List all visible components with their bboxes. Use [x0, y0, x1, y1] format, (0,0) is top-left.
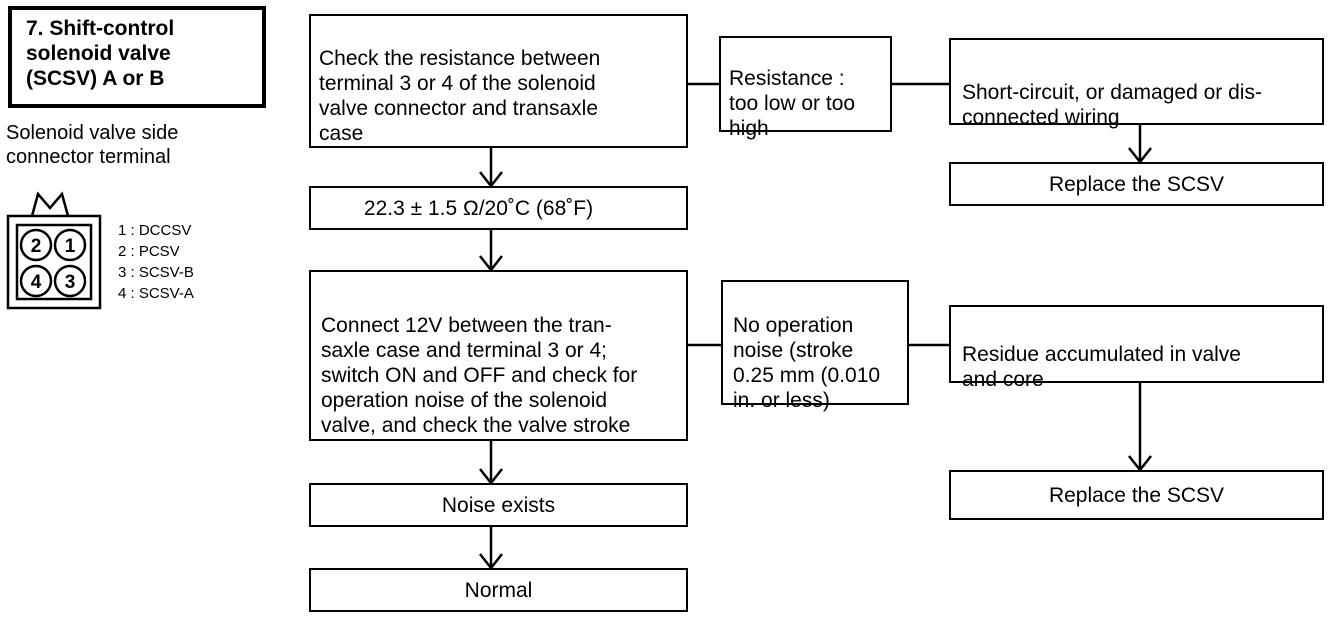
normal-text: Normal: [464, 578, 533, 602]
pin-1-circle: [53, 228, 87, 262]
legend-item: 4 : SCSV-A: [118, 285, 194, 302]
noise-exists-text: Noise exists: [441, 493, 556, 517]
pin-label-2: 2: [31, 236, 42, 257]
legend-item: 1 : DCCSV: [118, 222, 192, 239]
pin-label-3: 3: [65, 272, 76, 293]
pin-2-circle: [19, 228, 53, 262]
resistance-fault-box: Resistance : too low or too high: [719, 36, 892, 140]
pin-3-circle: [53, 264, 87, 298]
check-resistance-box: Check the resistance between terminal 3 …: [309, 14, 688, 148]
connector-legend: 1 : DCCSV 2 : PCSV 3 : SCSV-B 4 : SCSV-A: [118, 221, 238, 311]
wiring-fault-text: Short-circuit, or damaged or dis- connec…: [962, 81, 1262, 129]
no-noise-text: No operation noise (stroke 0.25 mm (0.01…: [733, 314, 881, 412]
check-resistance-text: Check the resistance between terminal 3 …: [319, 47, 601, 145]
normal-box: Normal: [309, 568, 688, 612]
replace-scsv-text-1: Replace the SCSV: [1048, 172, 1225, 196]
pin-label-1: 1: [65, 236, 76, 257]
pin-label-4: 4: [31, 272, 42, 293]
replace-scsv-text-2: Replace the SCSV: [1048, 483, 1225, 507]
residue-box: Residue accumulated in valve and core: [949, 305, 1324, 391]
replace-scsv-box-2: Replace the SCSV: [949, 470, 1324, 520]
legend-item: 3 : SCSV-B: [118, 264, 194, 281]
resistance-spec-text: 22.3 ± 1.5 Ω/20˚C (68˚F): [363, 196, 594, 220]
procedure-title-text: 7. Shift-control solenoid valve (SCSV) A…: [26, 17, 175, 90]
resistance-spec-box: 22.3 ± 1.5 Ω/20˚C (68˚F): [309, 186, 688, 230]
no-noise-box: No operation noise (stroke 0.25 mm (0.01…: [721, 280, 909, 412]
connector-caption: Solenoid valve side connector terminal: [6, 122, 179, 168]
pin-4-circle: [19, 264, 53, 298]
wiring-fault-box: Short-circuit, or damaged or dis- connec…: [949, 38, 1324, 129]
residue-text: Residue accumulated in valve and core: [962, 343, 1241, 391]
resistance-fault-text: Resistance : too low or too high: [729, 67, 856, 140]
replace-scsv-box-1: Replace the SCSV: [949, 162, 1324, 206]
noise-exists-box: Noise exists: [309, 483, 688, 527]
connect-12v-box: Connect 12V between the tran- saxle case…: [309, 270, 688, 441]
connect-12v-text: Connect 12V between the tran- saxle case…: [321, 314, 638, 437]
procedure-title: 7. Shift-control solenoid valve (SCSV) A…: [8, 6, 266, 108]
legend-item: 2 : PCSV: [118, 243, 180, 260]
